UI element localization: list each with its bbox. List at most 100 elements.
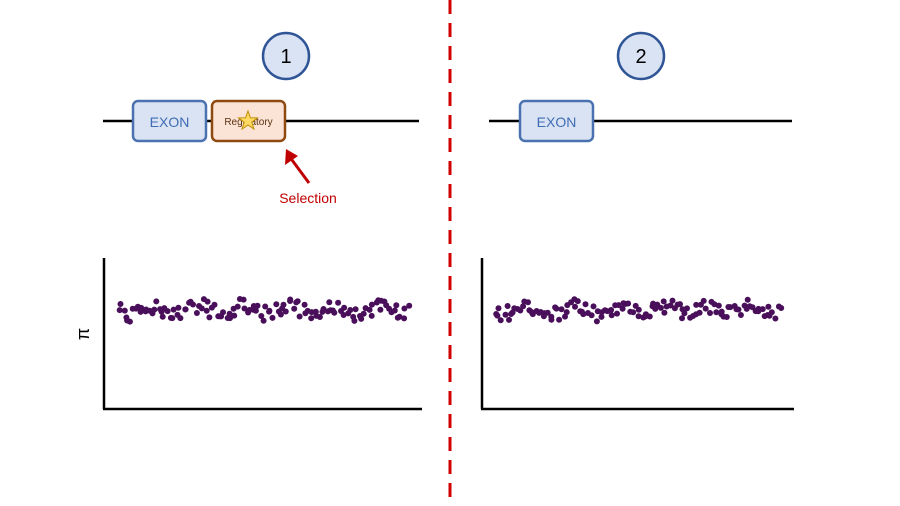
panel-1-dot bbox=[266, 307, 273, 314]
panel-1-number-circle bbox=[261, 31, 311, 81]
panel-2-dot bbox=[562, 313, 568, 320]
panel-2-dot bbox=[759, 306, 766, 313]
panel-1-dot bbox=[220, 309, 226, 316]
panel-1-dot bbox=[231, 312, 238, 319]
panel-2-dot bbox=[608, 307, 615, 313]
panel-1-dot bbox=[258, 313, 265, 319]
panel-1-dot bbox=[177, 315, 184, 322]
panel-2-dot bbox=[765, 303, 772, 310]
panel-1-dot bbox=[273, 301, 280, 308]
panel-2-exon-label: EXON bbox=[537, 114, 577, 130]
panel-1-dot bbox=[153, 298, 160, 305]
panel-2-dot bbox=[608, 312, 615, 319]
panel-2-dot bbox=[713, 309, 720, 316]
panel-1-dot bbox=[347, 307, 354, 313]
selection-arrow-shaft bbox=[290, 159, 311, 184]
panel-1: 1 EXON Regulatory Selection π bbox=[73, 31, 422, 411]
panel-2-dot bbox=[588, 312, 595, 319]
panel-1-dot bbox=[240, 296, 247, 303]
panel-1-dot bbox=[341, 304, 348, 311]
panel-1-dot bbox=[308, 315, 315, 322]
panel-2-dot bbox=[506, 316, 512, 323]
panel-1-dot bbox=[335, 299, 342, 306]
panel-2-dot bbox=[700, 297, 707, 304]
panel-2-dot bbox=[768, 309, 775, 316]
panel-1-dot bbox=[401, 315, 408, 322]
panel-1-dot bbox=[252, 307, 259, 314]
panel-1-dot bbox=[190, 301, 196, 308]
panel-2-dot bbox=[642, 313, 649, 320]
panel-1-dot bbox=[368, 301, 375, 308]
panel-1-dot bbox=[406, 302, 413, 309]
panel-1-dot bbox=[159, 313, 166, 320]
panel-1-dot bbox=[126, 318, 133, 325]
panel-1-dots bbox=[116, 296, 413, 325]
panel-2-exon-box bbox=[518, 99, 595, 143]
panel-2-dot bbox=[702, 305, 709, 312]
panel-1-dot bbox=[287, 296, 294, 303]
panel-2-dot bbox=[679, 315, 685, 322]
panel-1-dot bbox=[396, 313, 403, 320]
panel-1-exon-label: EXON bbox=[150, 114, 190, 130]
panel-2-dot bbox=[667, 302, 674, 309]
panel-1-dot bbox=[320, 306, 327, 312]
panel-2-dot bbox=[737, 312, 744, 318]
panel-2-dot bbox=[525, 299, 531, 306]
panel-1-dot bbox=[151, 306, 158, 313]
panel-2-dot bbox=[681, 310, 688, 317]
panel-1-dot bbox=[117, 301, 124, 307]
panel-2-dot bbox=[572, 303, 578, 310]
panel-2-dot bbox=[598, 313, 605, 320]
panel-1-dot bbox=[121, 307, 128, 314]
panel-1-dot bbox=[282, 308, 289, 315]
panel-2-dot bbox=[548, 313, 555, 320]
panel-1-dot bbox=[366, 306, 373, 313]
panel-1-dot bbox=[193, 310, 200, 316]
panel-2-dot bbox=[660, 298, 667, 305]
panel-1-dot bbox=[269, 314, 276, 321]
panel-2-dot bbox=[630, 309, 637, 316]
panel-2-dot bbox=[544, 309, 551, 316]
panel-2: 2 EXON bbox=[480, 31, 794, 411]
panel-1-dot bbox=[316, 314, 323, 320]
panel-1-dot bbox=[138, 304, 145, 311]
panel-2-dot bbox=[696, 309, 703, 316]
panel-1-dot bbox=[296, 313, 303, 320]
panel-2-dot bbox=[735, 306, 742, 313]
panel-1-dot bbox=[164, 308, 171, 315]
panel-2-dot bbox=[504, 303, 511, 309]
panel-1-exon-box bbox=[131, 99, 208, 143]
panel-2-dot bbox=[494, 312, 501, 319]
panel-2-dot bbox=[619, 305, 626, 312]
panel-1-dot bbox=[262, 303, 269, 310]
panel-2-dot bbox=[646, 313, 653, 320]
panel-1-dot bbox=[226, 310, 233, 317]
panel-2-dot bbox=[556, 316, 563, 323]
panel-2-dot bbox=[590, 303, 597, 310]
panel-1-dot bbox=[169, 315, 176, 322]
y-axis-label: π bbox=[73, 328, 93, 340]
panel-1-dot bbox=[260, 317, 267, 324]
panel-2-dot bbox=[723, 314, 730, 320]
panel-1-dot bbox=[203, 307, 210, 314]
panel-2-dot bbox=[635, 306, 642, 313]
panel-1-number: 1 bbox=[280, 46, 291, 68]
panel-2-dot bbox=[615, 302, 622, 309]
panel-1-dot bbox=[391, 307, 398, 314]
panel-2-dot bbox=[520, 303, 527, 310]
panel-1-dot bbox=[116, 307, 123, 314]
panel-2-dot bbox=[657, 304, 664, 311]
panel-2-dot bbox=[715, 302, 722, 309]
panel-1-dot bbox=[241, 305, 248, 312]
panel-1-dot bbox=[206, 314, 213, 321]
panel-2-dot bbox=[635, 313, 642, 320]
panel-2-dot bbox=[693, 301, 700, 308]
panel-2-dot bbox=[778, 305, 785, 311]
panel-1-dot bbox=[301, 301, 308, 308]
panel-1-dot bbox=[358, 315, 365, 322]
panel-1-dot bbox=[393, 302, 400, 309]
panel-2-dot bbox=[593, 318, 600, 325]
panel-1-dot bbox=[182, 306, 189, 313]
panel-2-dot bbox=[625, 300, 632, 307]
